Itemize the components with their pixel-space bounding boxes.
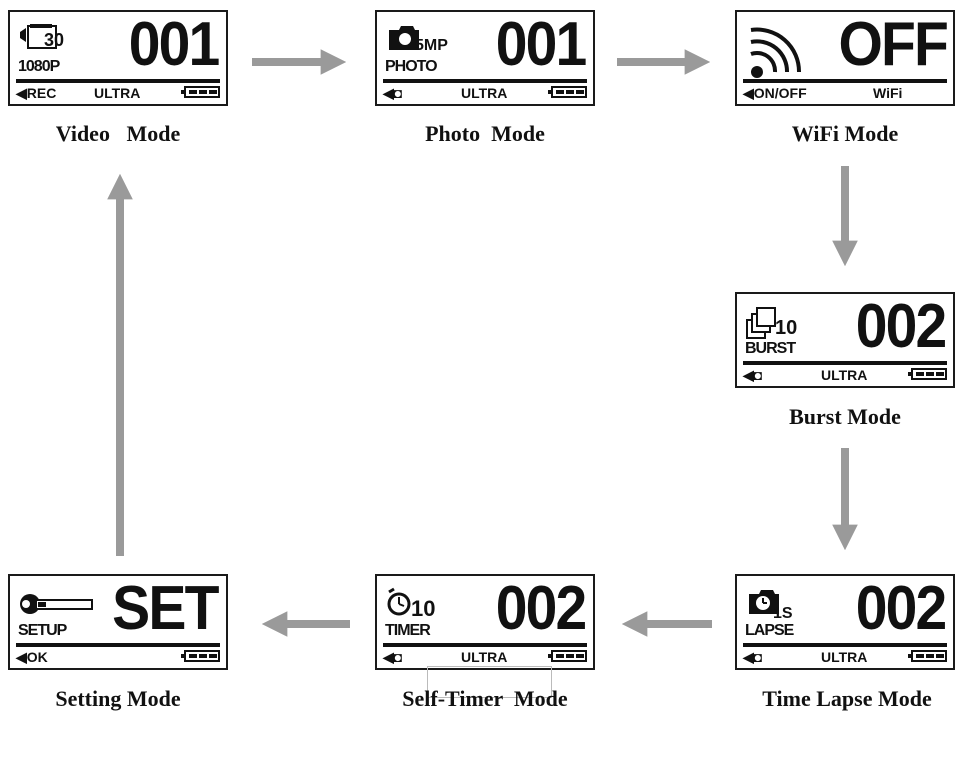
svg-text:5MP: 5MP [415,37,448,54]
quality-label: ULTRA [461,85,508,101]
divider [743,361,947,365]
svg-text:30: 30 [44,30,64,50]
burst-label: BURST [745,340,796,357]
set-display: SET [112,574,220,643]
battery-icon [908,368,947,380]
photo-label: PHOTO [385,58,438,75]
divider [383,643,587,647]
caption-burst-mode: Burst Mode [789,404,901,429]
svg-text:10: 10 [411,596,435,621]
counter-display: 002 [495,574,587,643]
divider [383,79,587,83]
timer-icon: 10 [387,587,435,621]
timelapse-icon: 1S [749,590,793,622]
svg-text:1S: 1S [773,605,793,622]
divider [743,79,947,83]
shutter-label: ◀◘ [743,367,763,383]
wrench-icon [20,594,93,614]
wifi-label: WiFi [873,85,903,101]
burst-icon: 10 [746,307,797,339]
shutter-label: ◀◘ [383,85,403,101]
caption-wifi-mode: WiFi Mode [791,121,899,146]
photo-camera-icon: 5MP [389,26,448,54]
quality-label: ULTRA [461,649,508,665]
battery-icon [548,650,587,662]
lcd-wifi-mode: OFF ◀ON/OFF WiFi [735,10,955,106]
lapse-label: LAPSE [745,622,794,639]
divider [16,643,220,647]
counter-display: 001 [495,10,587,79]
battery-icon [548,86,587,98]
battery-icon [181,650,220,662]
caption-photo-mode: Photo Mode [425,121,545,146]
ok-label: ◀OK [16,649,48,665]
setup-label: SETUP [18,622,67,639]
battery-icon [181,86,220,98]
divider [16,79,220,83]
resolution-label: 1080P [18,58,60,75]
quality-label: ULTRA [821,367,868,383]
counter-display: 001 [128,10,220,79]
quality-label: ULTRA [821,649,868,665]
svg-text:10: 10 [775,317,797,339]
timer-label: TIMER [385,622,431,639]
wifi-icon [750,27,802,78]
caption-setting-mode: Setting Mode [55,686,181,711]
divider [743,643,947,647]
lcd-setting-mode: SETUP SET ◀OK [8,574,228,670]
caption-video-mode: Video Mode [55,121,181,146]
onoff-label: ◀ON/OFF [743,85,807,101]
battery-icon [908,650,947,662]
counter-display: 002 [855,574,947,643]
video-camera-icon: 30 [20,24,64,50]
lcd-selftimer-mode: 10 TIMER 002 ◀◘ ULTRA [375,574,595,670]
shutter-label: ◀◘ [743,649,763,665]
lcd-photo-mode: 5MP PHOTO 001 ◀◘ ULTRA [375,10,595,106]
overlay-frame [427,666,552,698]
lcd-video-mode: 30 1080P 001 ◀REC ULTRA [8,10,228,106]
lcd-burst-mode: 10 BURST 002 ◀◘ ULTRA [735,292,955,388]
quality-label: ULTRA [94,85,141,101]
rec-label: ◀REC [16,85,57,101]
counter-display: 002 [855,292,947,361]
caption-selftimer-mode: Self-Timer Mode [402,686,568,711]
lcd-timelapse-mode: 1S LAPSE 002 ◀◘ ULTRA [735,574,955,670]
caption-timelapse-mode: Time Lapse Mode [762,686,932,711]
wifi-status-display: OFF [838,10,948,79]
shutter-label: ◀◘ [383,649,403,665]
